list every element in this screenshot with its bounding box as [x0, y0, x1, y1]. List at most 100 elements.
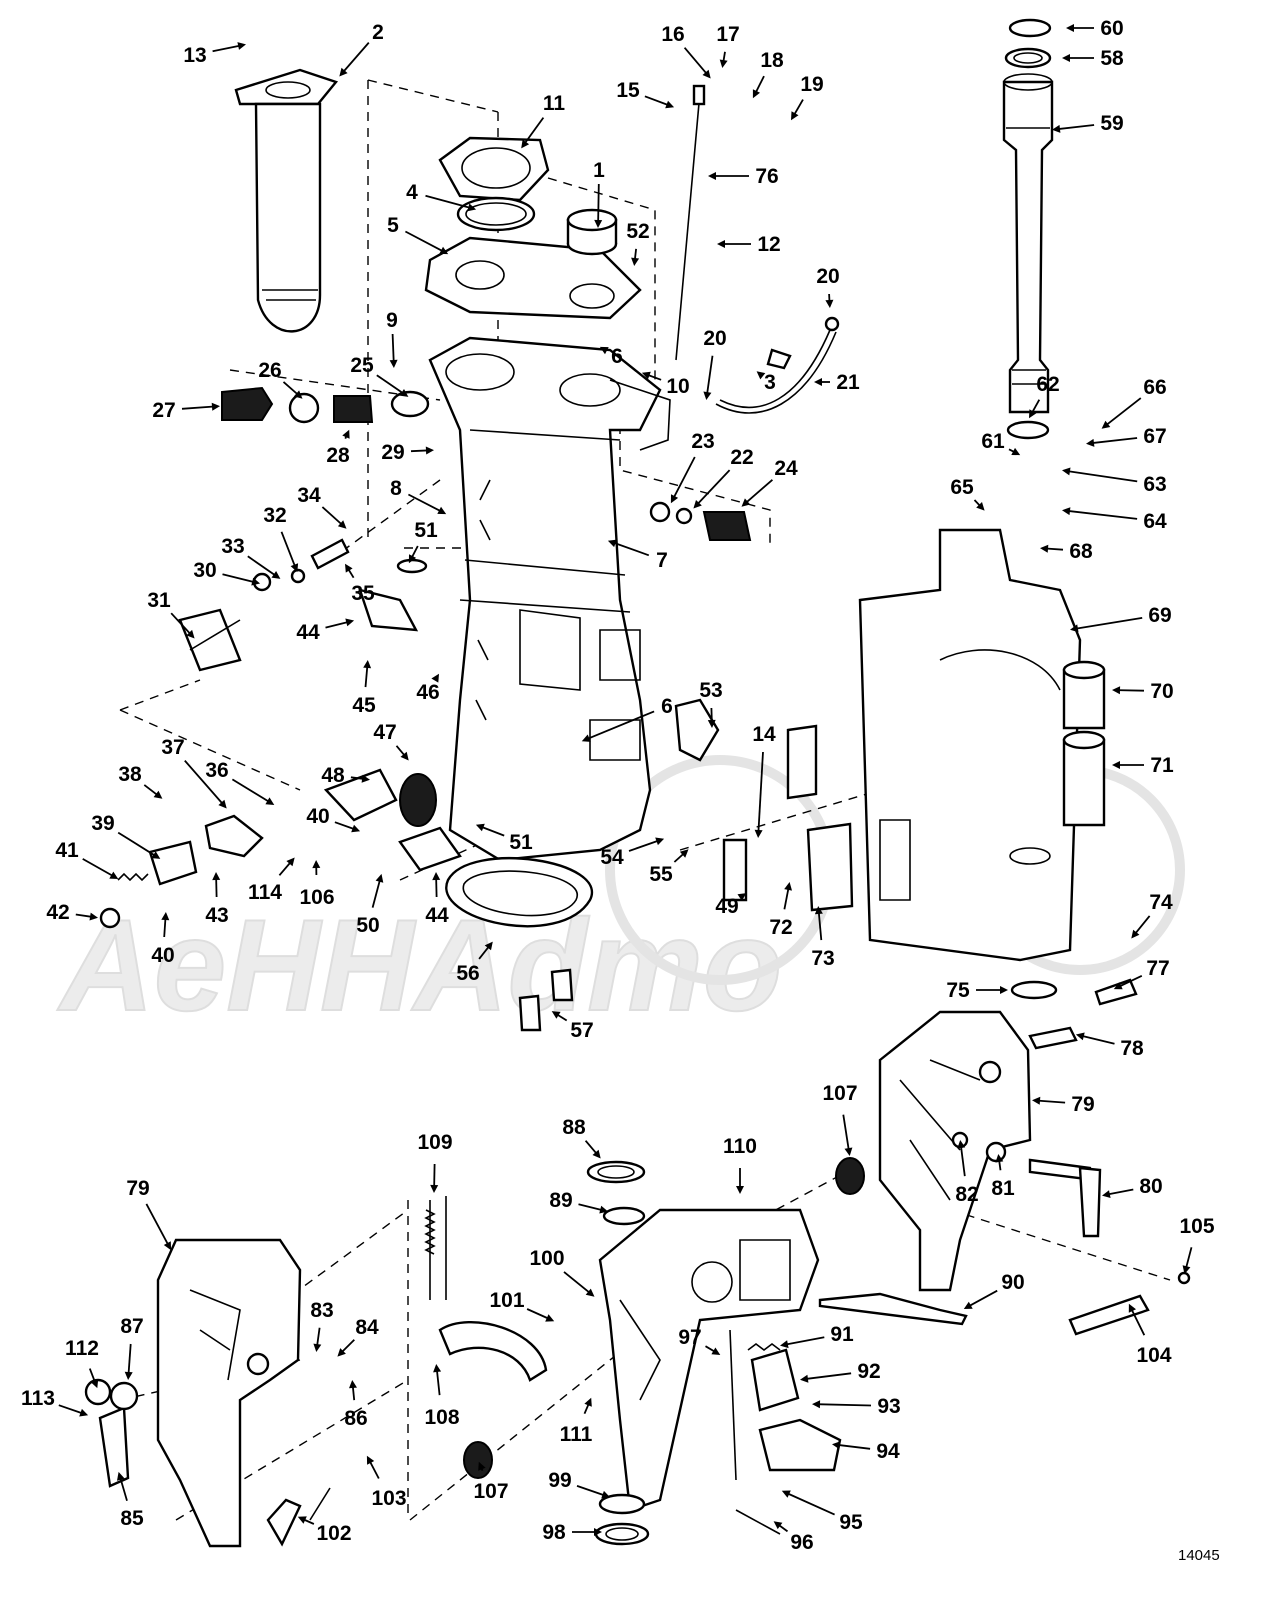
leader-line-93	[815, 1403, 872, 1407]
leader-line-59	[1055, 124, 1095, 131]
leader-arrow-51	[475, 823, 485, 832]
callout-69: 69	[1148, 604, 1171, 627]
leader-line-14	[757, 751, 764, 835]
leader-line-109	[433, 1163, 436, 1190]
callout-20: 20	[703, 327, 726, 350]
leader-arrow-37	[218, 799, 227, 809]
leader-line-1	[597, 183, 600, 225]
springs	[424, 1196, 447, 1300]
callout-107: 107	[822, 1082, 857, 1105]
leader-arrow-97	[711, 1347, 721, 1355]
leader-arrow-19	[791, 111, 799, 121]
leader-arrow-84	[337, 1348, 346, 1357]
leader-arrow-24	[741, 498, 751, 507]
callout-68: 68	[1069, 540, 1093, 563]
callout-6: 6	[661, 695, 673, 718]
callout-99: 99	[548, 1469, 571, 1492]
leader-arrow-59	[1052, 124, 1061, 133]
callout-105: 105	[1179, 1215, 1214, 1238]
callout-108: 108	[424, 1406, 459, 1429]
leader-arrow-66	[1101, 420, 1111, 429]
leader-arrow-86	[349, 1380, 357, 1389]
spacer-plate	[1068, 1294, 1150, 1336]
callout-56: 56	[456, 962, 479, 985]
leader-arrow-96	[773, 1521, 783, 1530]
leader-line-27	[181, 405, 217, 410]
callout-28: 28	[326, 444, 350, 467]
callout-22: 22	[730, 446, 753, 469]
leader-arrow-34	[337, 520, 347, 529]
leader-line-5	[404, 230, 446, 253]
watermark-logo: AeHHAdmo	[56, 737, 1185, 1039]
callout-82: 82	[955, 1183, 978, 1206]
leader-line-25	[376, 374, 406, 396]
callout-104: 104	[1136, 1344, 1171, 1367]
leader-line-92	[803, 1372, 852, 1381]
leader-arrow-13	[237, 42, 246, 50]
callout-63: 63	[1143, 473, 1166, 496]
leader-arrow-88	[592, 1149, 601, 1159]
callout-25: 25	[350, 354, 374, 377]
steering-tube	[1002, 18, 1054, 440]
callout-39: 39	[91, 812, 114, 835]
callout-19: 19	[800, 73, 823, 96]
leader-arrow-61	[1011, 447, 1021, 456]
callout-71: 71	[1150, 754, 1174, 777]
leader-arrow-73	[814, 906, 823, 915]
leader-arrow-28	[342, 429, 350, 439]
leader-arrow-53	[707, 719, 716, 728]
callout-96: 96	[790, 1531, 813, 1554]
leader-line-39	[117, 831, 158, 858]
stern-bracket-left	[156, 1238, 302, 1548]
leader-arrow-54	[655, 837, 665, 846]
callout-91: 91	[830, 1323, 854, 1346]
leader-arrow-12	[717, 240, 725, 248]
leader-line-44	[325, 620, 351, 629]
callout-49: 49	[715, 895, 738, 918]
leader-arrow-38	[153, 790, 163, 799]
leader-arrow-104	[1128, 1303, 1136, 1313]
callout-70: 70	[1150, 680, 1173, 703]
callout-57: 57	[570, 1019, 593, 1042]
callout-7: 7	[656, 549, 668, 572]
callout-13: 13	[183, 44, 206, 67]
callout-85: 85	[120, 1507, 144, 1530]
leader-arrow-111	[584, 1397, 592, 1407]
callout-10: 10	[666, 375, 689, 398]
leader-arrow-16	[702, 69, 711, 79]
callout-93: 93	[877, 1395, 900, 1418]
leader-arrow-92	[800, 1374, 809, 1383]
callout-113: 113	[21, 1387, 55, 1410]
callout-107: 107	[473, 1480, 508, 1503]
leader-arrow-6	[581, 734, 591, 742]
callout-59: 59	[1100, 112, 1123, 135]
callout-33: 33	[221, 535, 244, 558]
callout-65: 65	[950, 476, 974, 499]
figure-number: 14045	[1178, 1547, 1220, 1564]
callout-106: 106	[299, 886, 334, 909]
callout-74: 74	[1149, 891, 1173, 914]
leader-arrow-3	[756, 371, 766, 380]
leader-arrow-48	[361, 774, 370, 783]
leader-line-54	[628, 839, 661, 852]
callout-26: 26	[258, 359, 281, 382]
tilt-linkage	[758, 1292, 968, 1472]
leader-arrow-18	[752, 89, 760, 99]
leader-line-90	[966, 1289, 998, 1308]
callout-61: 61	[981, 430, 1005, 453]
callout-62: 62	[1036, 373, 1059, 396]
callout-12: 12	[757, 233, 780, 256]
leader-arrow-108	[433, 1364, 442, 1373]
leader-line-33	[247, 555, 278, 578]
leader-arrow-75	[1000, 986, 1008, 994]
leader-arrow-20	[703, 391, 712, 400]
leader-line-23	[671, 456, 696, 501]
leader-line-2	[341, 42, 370, 75]
callout-43: 43	[205, 904, 228, 927]
leader-arrow-60	[1066, 24, 1074, 32]
callout-29: 29	[381, 441, 404, 464]
leader-line-15	[644, 95, 671, 107]
leader-arrow-26	[293, 390, 303, 399]
leader-arrow-76	[708, 172, 716, 180]
